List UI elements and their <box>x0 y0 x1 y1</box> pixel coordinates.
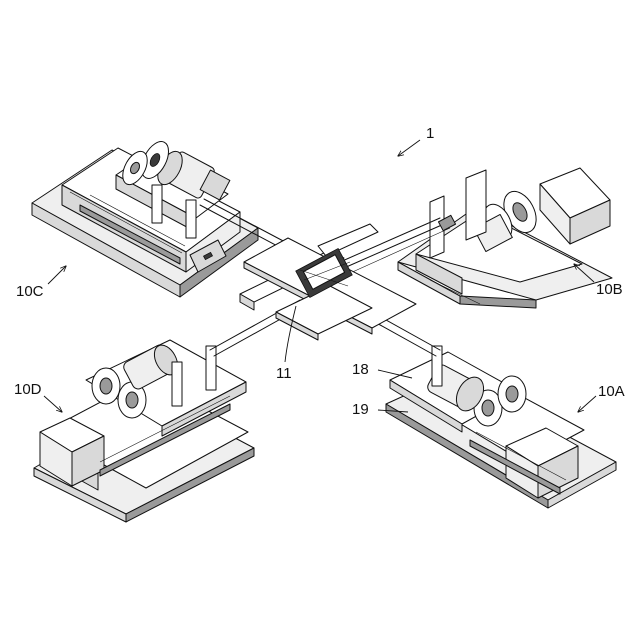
ref-label-10c: 10C <box>16 283 44 300</box>
leader-10c <box>48 266 66 284</box>
ref-label-11: 11 <box>276 365 292 382</box>
ref-label-19: 19 <box>352 401 369 418</box>
leader-10d <box>44 396 62 412</box>
unit-10a <box>346 300 616 508</box>
unit-10d <box>34 300 304 522</box>
ref-label-10d: 10D <box>14 381 42 398</box>
ref-label-18: 18 <box>352 361 369 378</box>
leader-1 <box>398 140 420 156</box>
central-cross <box>240 224 416 340</box>
ref-label-10a: 10A <box>598 383 625 400</box>
ref-label-10b: 10B <box>596 281 623 298</box>
ref-label-1: 1 <box>426 125 434 142</box>
leader-10a <box>578 396 596 412</box>
